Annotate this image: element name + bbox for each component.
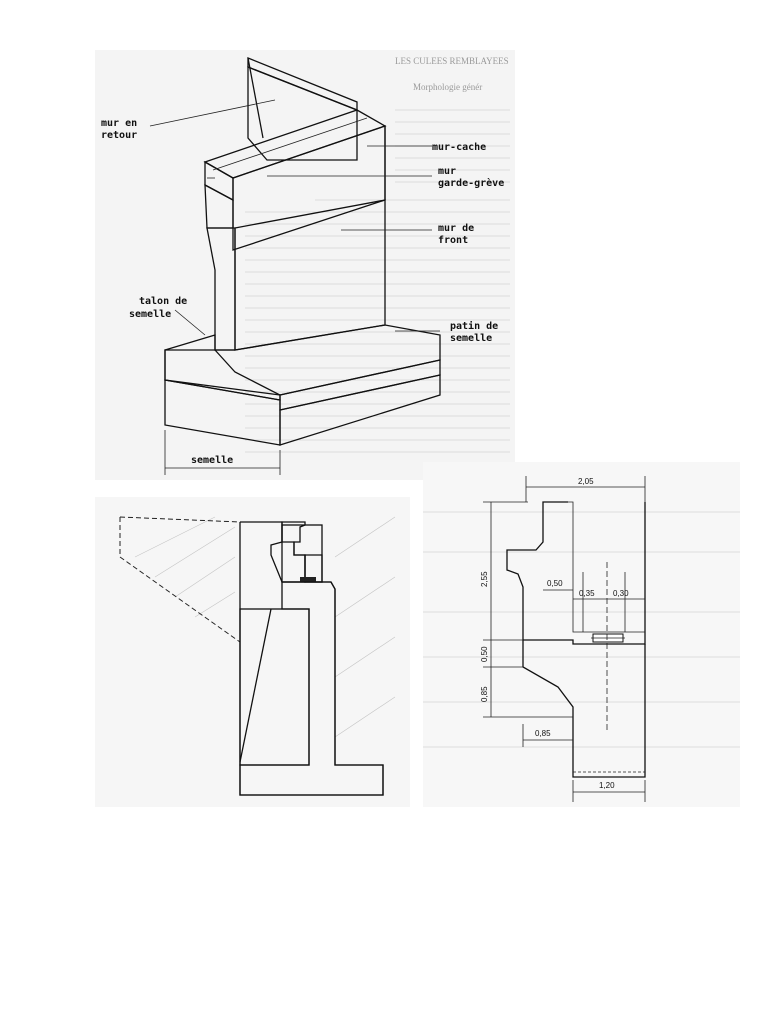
curtain-and-ballast-wall	[203, 109, 387, 251]
dim-label-bearing-035: 0,35	[579, 589, 595, 598]
label-semelle: semelle	[191, 455, 233, 466]
section-outline	[239, 521, 384, 796]
label-patin-1: patin de	[450, 320, 498, 332]
label-mur-de-front-2: front	[438, 235, 468, 246]
dim-label-height-mid: 0,50	[480, 646, 489, 662]
label-mur-cache: mur-cache	[432, 142, 486, 153]
dim-label-height-upper: 2,55	[480, 571, 489, 587]
label-mur-en-retour-1: mur en	[101, 118, 137, 129]
semelle-dimension	[164, 430, 281, 475]
section-drawing	[119, 516, 396, 796]
faint-subheader: Morphologie génér	[413, 82, 482, 92]
dim-vertical: 2,55 0,50 0,85	[480, 501, 573, 718]
elevation-background	[423, 511, 740, 748]
label-patin-2: semelle	[450, 333, 492, 344]
footing	[164, 324, 441, 446]
dim-label-top-width: 2,05	[578, 477, 594, 486]
label-mur-de-front-1: mur de	[438, 223, 474, 234]
elevation-outline	[506, 501, 646, 778]
abutment-section	[95, 497, 410, 807]
dim-bearing: 0,50 0,35 0,30	[543, 579, 645, 600]
label-talon-2: semelle	[129, 309, 171, 320]
faint-header: LES CULEES REMBLAYEES	[395, 56, 509, 66]
leader-lines	[149, 99, 440, 336]
dim-label-bearing-030: 0,30	[613, 589, 629, 598]
elevation-drawing: 2,05 2,55 0,50 0,85 0,50 0,35 0,30 0,	[423, 476, 740, 802]
abutment-elevation: 2,05 2,55 0,50 0,85 0,50 0,35 0,30 0,	[423, 462, 740, 807]
label-mur-en-retour-2: retour	[101, 130, 137, 141]
dim-label-height-lower: 0,85	[480, 686, 489, 702]
dim-corbel: 0,85	[522, 724, 573, 747]
isometric-abutment-view: LES CULEES REMBLAYEES Morphologie génér	[95, 50, 515, 480]
isometric-drawing: LES CULEES REMBLAYEES Morphologie génér	[101, 56, 510, 475]
label-talon-1: talon de	[139, 296, 187, 307]
dim-top-width: 2,05	[525, 476, 646, 502]
wing-wall	[247, 57, 358, 161]
label-mur-garde-greve-1: mur	[438, 166, 456, 177]
label-mur-garde-greve-2: garde-grève	[438, 177, 504, 189]
dim-label-base-width: 1,20	[599, 781, 615, 790]
background-text: LES CULEES REMBLAYEES Morphologie génér	[245, 56, 510, 453]
dim-base-width: 1,20	[572, 780, 646, 802]
dim-label-wall-050: 0,50	[547, 579, 563, 588]
backfill-shading	[134, 516, 396, 738]
front-wall	[204, 183, 386, 351]
dim-label-corbel-085: 0,85	[535, 729, 551, 738]
